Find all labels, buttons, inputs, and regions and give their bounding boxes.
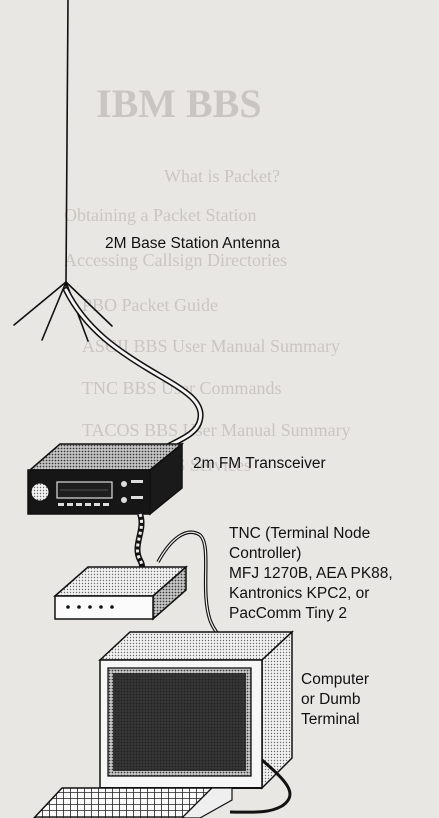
ghost-line: ASCII BBS User Manual Summary	[82, 336, 340, 356]
ghost-heading: IBM BBS	[96, 81, 262, 126]
ghost-line: PBO Packet Guide	[82, 295, 218, 315]
tnc-box	[53, 565, 188, 621]
tnc-label-line: MFJ 1270B, AEA PK88,	[229, 565, 393, 582]
computer-label: Computer or Dumb Terminal	[301, 670, 369, 730]
ghost-line: TACOS BBS User Manual Summary	[82, 420, 351, 440]
keyboard	[32, 787, 233, 818]
ghost-line: Obtaining a Packet Station	[64, 205, 257, 225]
transceiver	[27, 442, 185, 516]
tnc-label-line: Controller)	[229, 545, 302, 562]
ghost-line: Accessing Callsign Directories	[64, 250, 287, 270]
tnc-label-line: PacComm Tiny 2	[229, 605, 348, 622]
keyboard-cable	[229, 758, 292, 814]
tnc-label-line: Kantronics KPC2, or	[229, 585, 370, 602]
antenna	[13, 0, 113, 342]
computer-label-line: or Dumb	[301, 691, 361, 708]
computer-label-line: Computer	[301, 671, 370, 688]
ghost-line: What is Packet?	[164, 166, 280, 186]
antenna-label: 2M Base Station Antenna	[105, 235, 280, 252]
transceiver-label: 2m FM Transceiver	[193, 455, 326, 472]
tnc-label: TNC (Terminal Node Controller) MFJ 1270B…	[229, 524, 393, 624]
computer-label-line: Terminal	[301, 711, 360, 728]
computer-monitor	[98, 630, 294, 790]
tnc-label-line: TNC (Terminal Node	[229, 525, 371, 542]
